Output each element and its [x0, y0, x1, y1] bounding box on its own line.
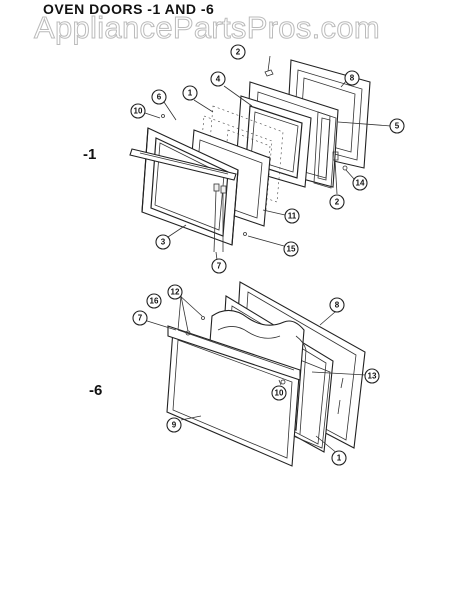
variant-label-door-6: -6 [89, 382, 103, 399]
variant-label-door-1: -1 [83, 146, 97, 163]
leader-lines-6 [143, 293, 367, 455]
svg-text:3: 3 [161, 238, 166, 247]
svg-text:8: 8 [350, 74, 355, 83]
svg-text:8: 8 [335, 301, 340, 310]
insulation-sheet [197, 105, 284, 211]
svg-text:7: 7 [138, 314, 143, 323]
svg-text:16: 16 [150, 297, 159, 306]
svg-text:1: 1 [337, 454, 342, 463]
callout-11: 11 [284, 208, 300, 224]
callout-8b: 8 [329, 297, 345, 313]
svg-text:1: 1 [188, 89, 193, 98]
svg-text:12: 12 [171, 288, 180, 297]
callout-16: 16 [146, 293, 162, 309]
callout-7b: 7 [132, 310, 148, 326]
callout-2b: 2 [329, 194, 345, 210]
callout-10a: 10 [130, 103, 146, 119]
svg-text:11: 11 [288, 212, 297, 221]
svg-text:10: 10 [134, 107, 143, 116]
callout-5: 5 [389, 118, 405, 134]
svg-text:7: 7 [217, 262, 222, 271]
hardware-screws-6 [185, 316, 286, 385]
callout-13: 13 [364, 368, 380, 384]
callout-1b: 1 [331, 450, 347, 466]
svg-text:5: 5 [395, 122, 400, 131]
svg-text:4: 4 [216, 75, 221, 84]
callout-4: 4 [210, 71, 226, 87]
callout-12: 12 [167, 284, 183, 300]
callout-10b: 10 [271, 385, 287, 401]
callout-7a: 7 [211, 258, 227, 274]
callout-9: 9 [166, 417, 182, 433]
callout-3: 3 [155, 234, 171, 250]
door-1-assembly: 1 2 2 3 4 5 6 7 8 10 11 14 15 [129, 44, 405, 274]
callout-1a: 1 [182, 85, 198, 101]
door-6-assembly: 1 7 8 9 10 12 13 16 [132, 281, 380, 467]
svg-text:14: 14 [356, 179, 365, 188]
leader-lines [144, 55, 392, 261]
page-title: OVEN DOORS -1 AND -6 [43, 1, 215, 17]
callout-15: 15 [283, 241, 299, 257]
svg-text:2: 2 [335, 198, 340, 207]
callout-8a: 8 [344, 70, 360, 86]
svg-text:13: 13 [368, 372, 377, 381]
callout-6: 6 [151, 89, 167, 105]
outer-door-6 [166, 325, 301, 467]
callout-2a: 2 [230, 44, 246, 60]
watermark-logo: AppliancePartsPros.com [33, 10, 381, 46]
svg-text:2: 2 [236, 48, 241, 57]
svg-text:15: 15 [287, 245, 296, 254]
svg-text:10: 10 [275, 389, 284, 398]
svg-text:6: 6 [157, 93, 162, 102]
hardware-screws [161, 69, 348, 253]
svg-text:9: 9 [172, 421, 177, 430]
callout-14: 14 [352, 175, 368, 191]
door-handle [129, 148, 237, 181]
